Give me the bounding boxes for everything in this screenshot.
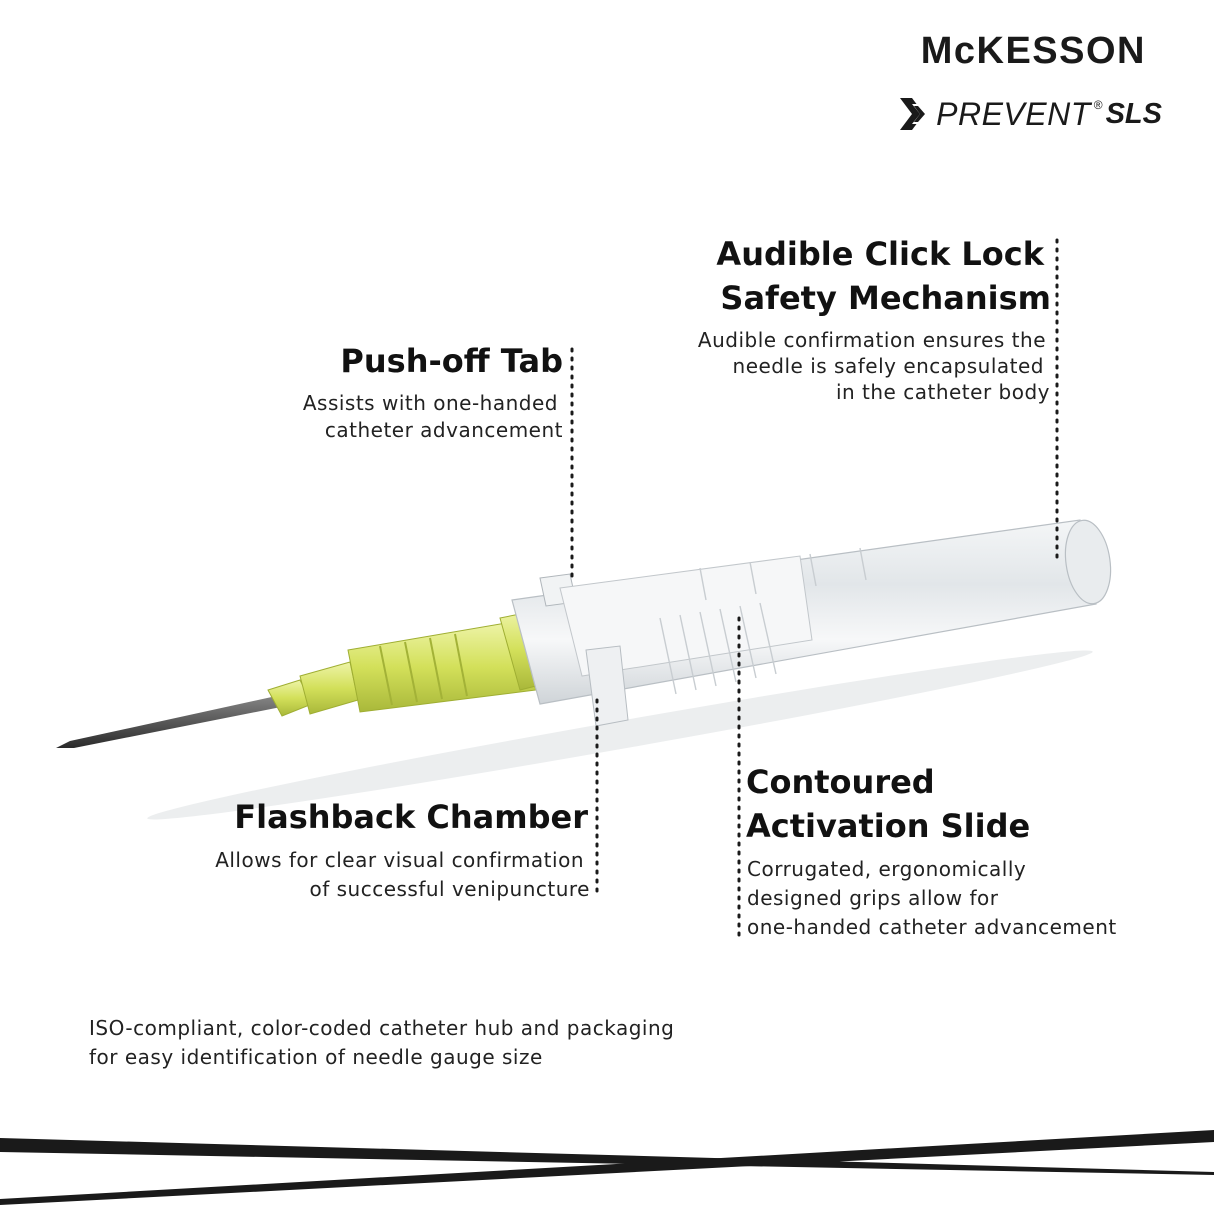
contoured-slide-desc-2: designed grips allow for bbox=[747, 886, 999, 910]
sls-wordmark: SLS bbox=[1105, 98, 1162, 130]
flashback-chamber-title: Flashback Chamber bbox=[234, 798, 588, 836]
mckesson-logo-text: McKESSON bbox=[920, 30, 1146, 72]
push-off-tab-desc-1: Assists with one-handed bbox=[302, 391, 558, 415]
push-off-tab-title: Push-off Tab bbox=[340, 342, 563, 380]
flashback-chamber-desc-1: Allows for clear visual confirmation bbox=[215, 848, 584, 872]
contoured-slide-desc-3: one-handed catheter advancement bbox=[747, 915, 1117, 939]
bottom-stripe-lower bbox=[0, 1130, 1214, 1205]
mckesson-logo: McKESSON bbox=[921, 30, 1146, 73]
registered-mark: ® bbox=[1093, 98, 1103, 112]
catheter-body bbox=[511, 519, 1112, 727]
iso-note: ISO-compliant, color-coded catheter hub … bbox=[89, 1014, 674, 1072]
prevent-wordmark: PREVENT bbox=[936, 96, 1091, 132]
audible-click-lock-desc-3: in the catheter body bbox=[835, 380, 1050, 404]
contoured-slide-title-2: Activation Slide bbox=[746, 807, 1031, 845]
audible-click-lock-title-2: Safety Mechanism bbox=[720, 279, 1051, 317]
push-off-tab-desc-2: catheter advancement bbox=[324, 418, 563, 442]
audible-click-lock-desc-1: Audible confirmation ensures the bbox=[697, 328, 1046, 352]
catheter-hub bbox=[267, 609, 553, 717]
flashback-chamber-desc-2: of successful venipuncture bbox=[309, 877, 590, 901]
contoured-slide-title-1: Contoured bbox=[746, 763, 935, 801]
double-chevron-icon bbox=[900, 98, 927, 130]
iso-note-line-1: ISO-compliant, color-coded catheter hub … bbox=[89, 1016, 675, 1040]
contoured-slide-desc-1: Corrugated, ergonomically bbox=[747, 857, 1027, 881]
iso-note-line-2: for easy identification of needle gauge … bbox=[89, 1045, 543, 1069]
device-shadow bbox=[147, 650, 1093, 820]
audible-click-lock-desc-2: needle is safely encapsulated bbox=[732, 354, 1044, 378]
prevent-sls-logo: PREVENT ® SLS bbox=[898, 94, 1162, 134]
needle bbox=[56, 693, 296, 748]
bottom-stripe-upper bbox=[0, 1138, 1214, 1175]
audible-click-lock-title-1: Audible Click Lock bbox=[716, 235, 1044, 273]
